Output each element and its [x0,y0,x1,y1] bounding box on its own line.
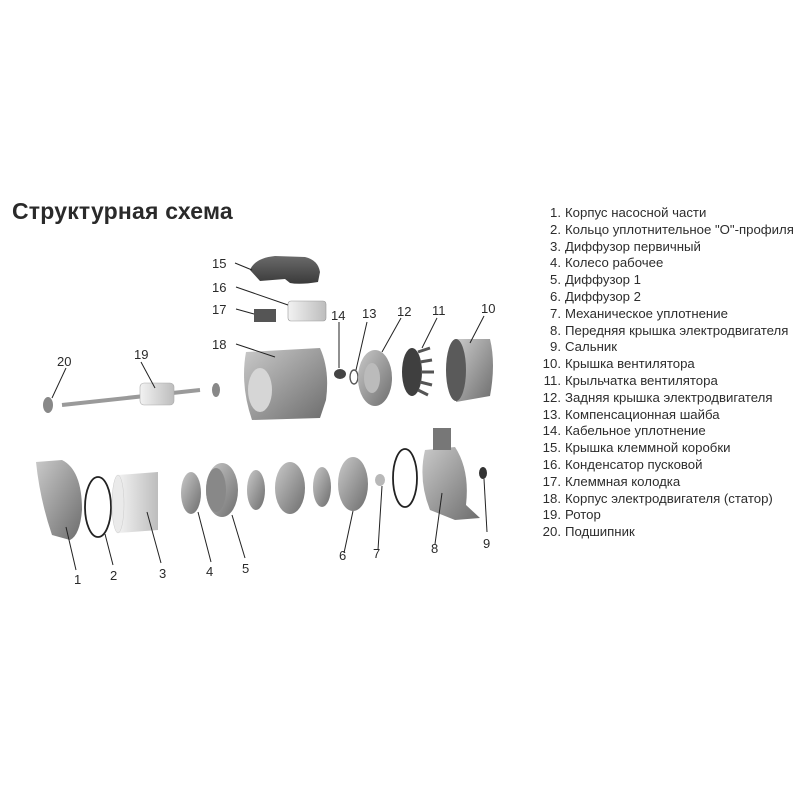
primary-diffuser-part [111,472,158,534]
callout-16: 16 [212,280,226,295]
callout-15: 15 [212,256,226,271]
legend-item: 1.Корпус насосной части [550,205,707,220]
callout-14: 14 [331,308,345,323]
callout-19: 19 [134,347,148,362]
diagram-title: Структурная схема [12,198,233,224]
callout-4: 4 [206,564,213,579]
callout-2: 2 [110,568,117,583]
callout-8: 8 [431,541,438,556]
legend-item: 14.Кабельное уплотнение [542,423,706,439]
terminal-block-part [254,309,276,322]
legend-item: 3.Диффузор первичный [550,238,701,254]
fan-impeller-part [402,346,434,397]
diffuser-stack-part [247,462,331,514]
callout-11: 11 [432,303,446,318]
legend-item: 9.Сальник [550,339,617,355]
callout-10: 10 [481,301,495,316]
callout-12: 12 [397,304,411,319]
diffuser-2-part [338,457,368,511]
legend-item: 4.Колесо рабочее [550,255,664,271]
legend-item: 16.Конденсатор пусковой [542,456,703,472]
legend-item: 12.Задняя крышка электродвигателя [542,389,773,405]
callout-6: 6 [339,548,346,563]
o-ring-part [84,476,112,538]
legend-item: 15.Крышка клеммной коробки [542,440,731,456]
rear-motor-cover-part [358,350,392,406]
legend-item: 6.Диффузор 2 [550,288,642,304]
oil-seal-part [479,467,487,479]
callout-13: 13 [362,306,376,321]
parts-legend: 1.Корпус насосной части 2.Кольцо уплотни… [531,205,796,541]
legend-item: 5.Диффузор 1 [550,272,642,288]
terminal-box-cover-part [250,256,320,284]
callout-18: 18 [212,337,226,352]
legend-item: 8.Передняя крышка электродвигателя [550,322,789,338]
callout-7: 7 [373,546,380,561]
fan-cover-part [446,339,493,402]
legend-item: 11.Крыльчатка вентилятора [543,372,718,388]
front-motor-cover-part [422,428,480,520]
legend-item: 19.Ротор [542,507,601,523]
callout-20: 20 [57,354,71,369]
callout-17: 17 [212,302,226,317]
impeller-part [181,472,201,514]
o-ring-large-part [392,448,418,508]
bearing-part [43,383,220,413]
legend-item: 10.Крышка вентилятора [542,356,695,372]
callout-5: 5 [242,561,249,576]
callout-9: 9 [483,536,490,551]
callout-3: 3 [159,566,166,581]
legend-item: 18.Корпус электродвигателя (статор) [542,490,773,506]
rotor-part [61,382,201,407]
compensation-washer-part [349,369,359,385]
stator-housing-part [244,348,328,420]
mechanical-seal-part [375,474,385,486]
legend-item: 17.Клеммная колодка [542,473,681,489]
callout-1: 1 [74,572,81,587]
legend-item: 2.Кольцо уплотнительное "О"-профиля [550,221,794,237]
cable-gland-part [334,369,346,379]
capacitor-part [287,300,327,322]
legend-item: 20.Подшипник [542,524,635,540]
legend-item: 13.Компенсационная шайба [542,406,720,422]
legend-item: 7.Механическое уплотнение [550,305,728,321]
diffuser-1-part [206,463,238,517]
pump-casing-part [36,460,82,540]
